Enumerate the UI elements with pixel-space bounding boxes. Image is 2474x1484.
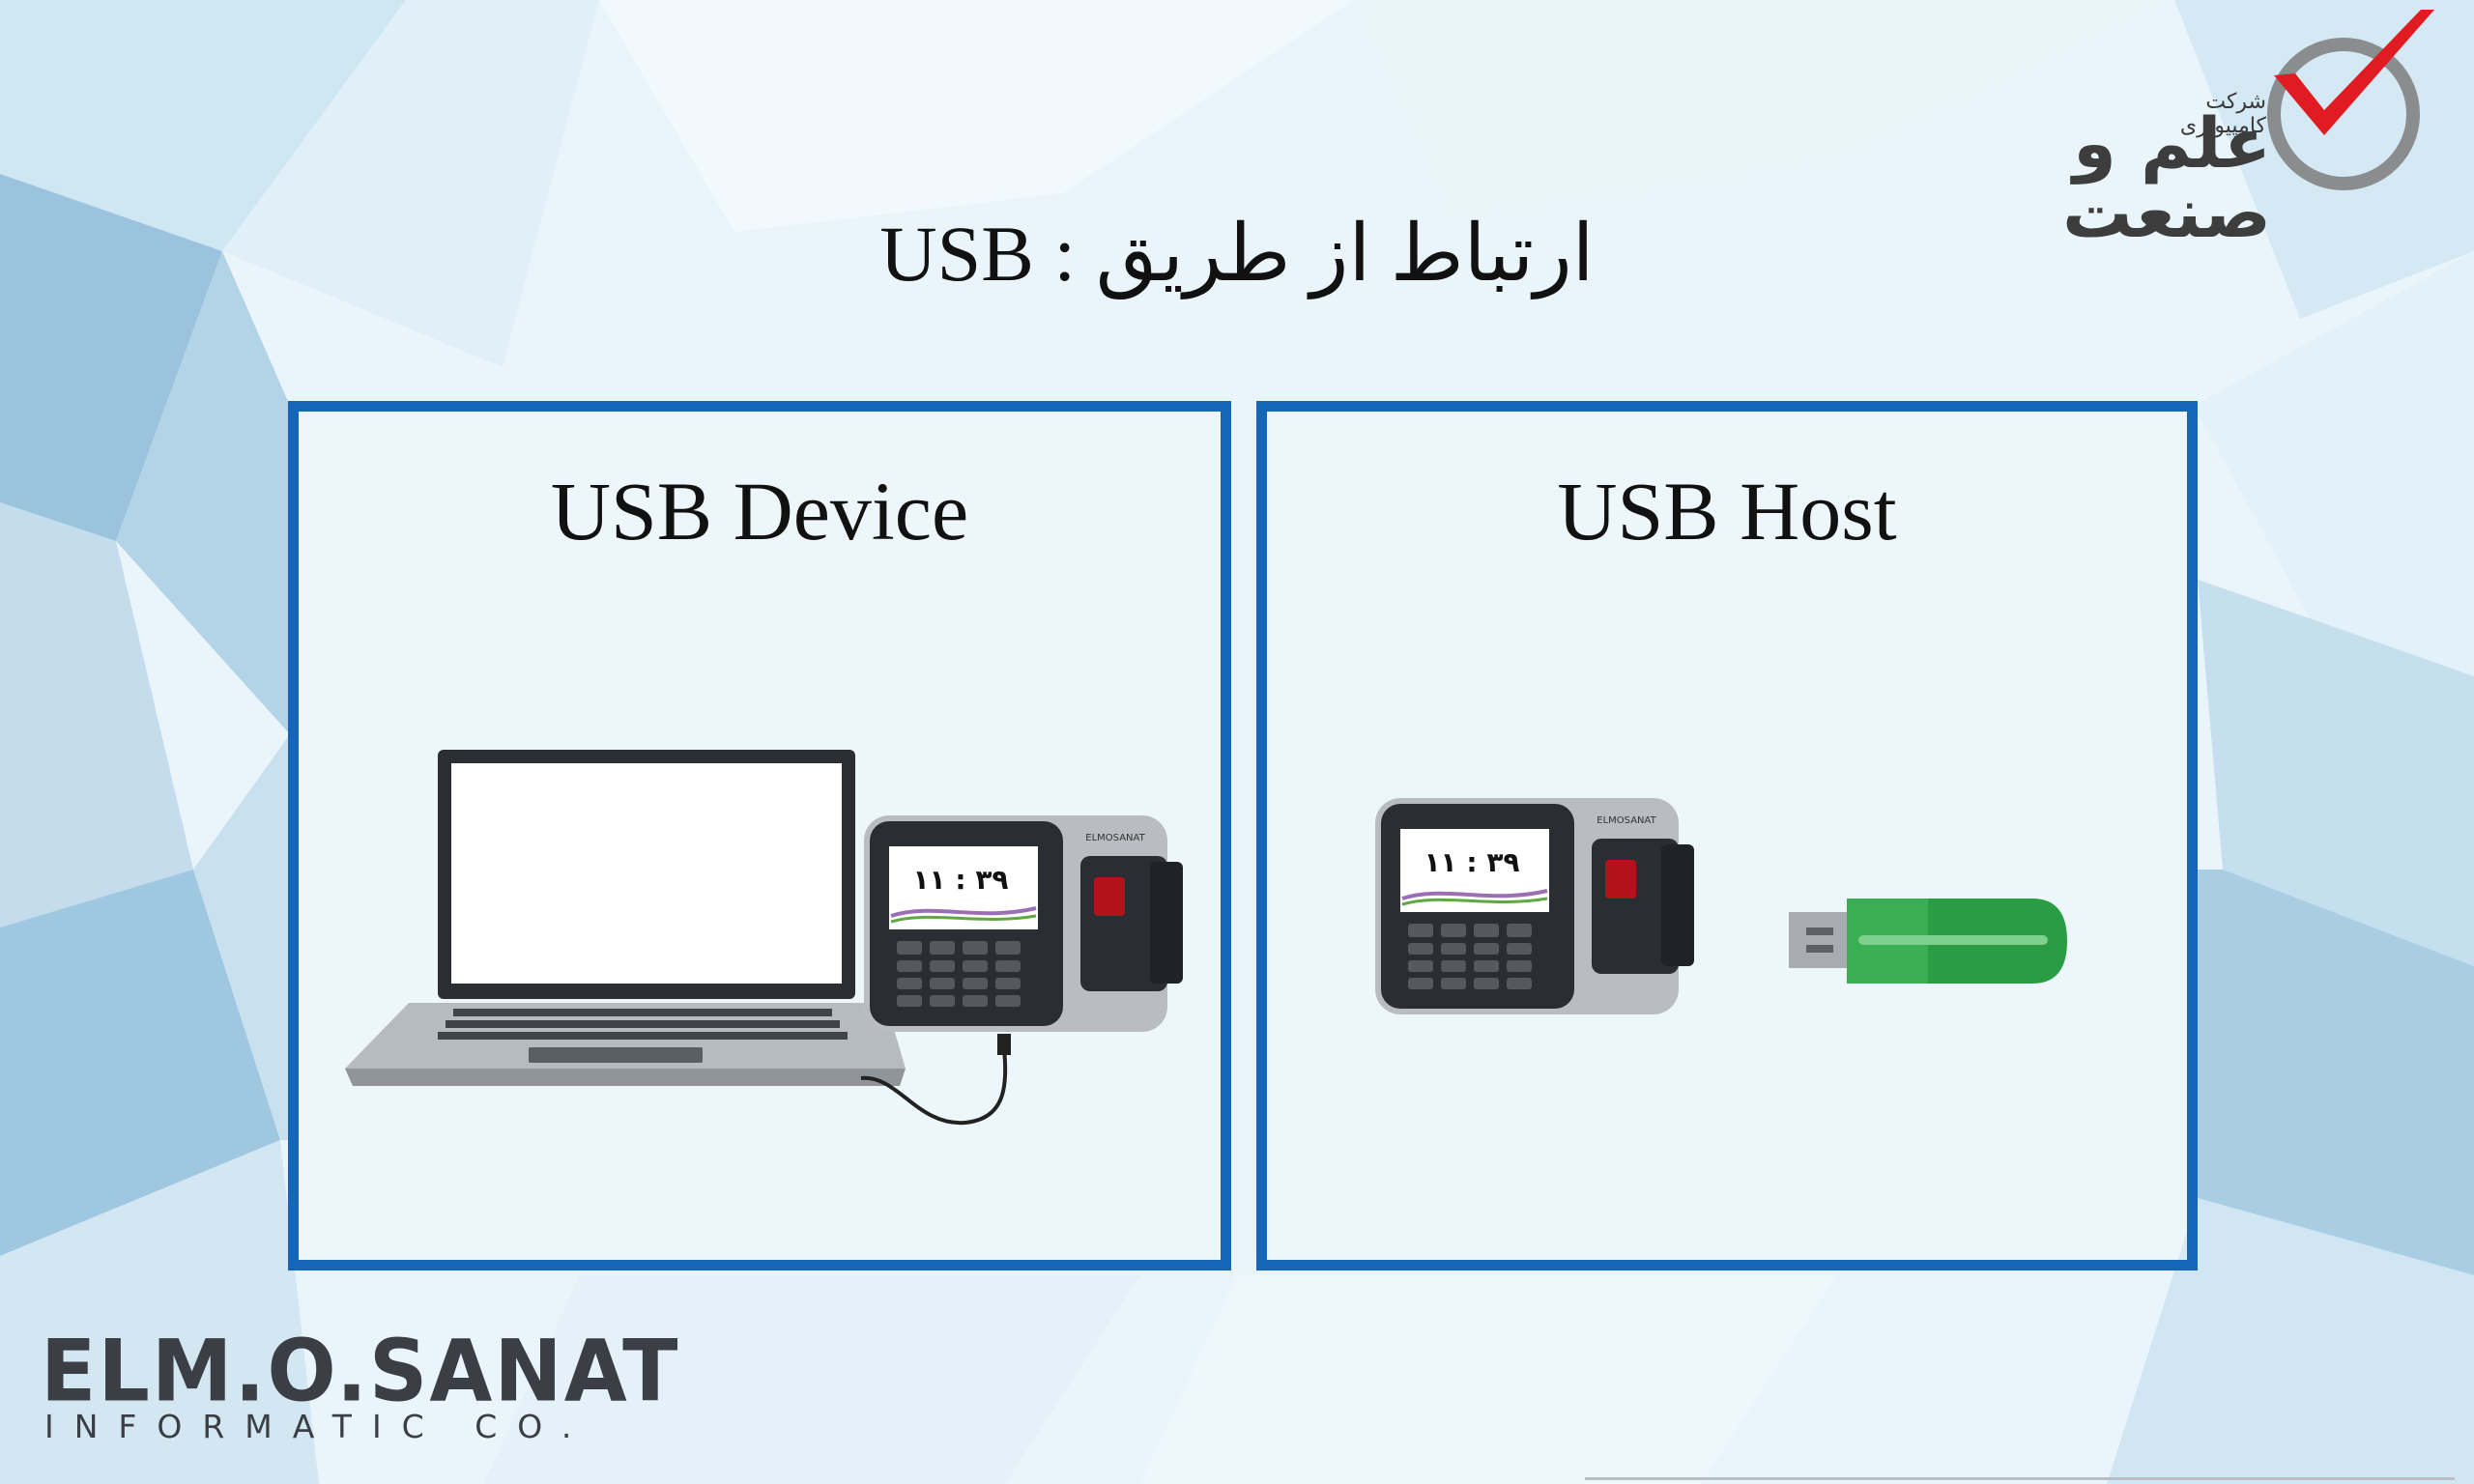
- brand-name: ELM.O.SANAT: [41, 1321, 680, 1421]
- fingerprint-sensor-icon: [1094, 877, 1125, 916]
- laptop-screen: [451, 763, 842, 984]
- usb-flash-drive: [1789, 899, 2067, 984]
- device-brand: ELMOSANAT: [1085, 833, 1145, 843]
- device-brand: ELMOSANAT: [1597, 815, 1656, 826]
- device-keypad: [897, 941, 1021, 1007]
- bottom-divider: [1585, 1477, 2455, 1480]
- device-keypad: [1408, 924, 1532, 989]
- panel-usb-device: USB Device ۱۱ : ۳۹ ELMOSANAT: [288, 401, 1231, 1270]
- checkmark-icon: [2274, 10, 2434, 135]
- device-clock: ۱۱ : ۳۹: [1424, 846, 1519, 878]
- brand-tagline: INFORMATIC CO.: [44, 1408, 592, 1445]
- panel-title-usb-host: USB Host: [1557, 465, 1897, 557]
- company-logo: [2267, 10, 2434, 190]
- laptop-touchpad: [529, 1047, 703, 1063]
- logo-subtitle: شرکت کامپیوتری: [2179, 90, 2266, 138]
- usb-cable: [860, 1034, 1011, 1126]
- time-attendance-device: ۱۱ : ۳۹ ELMOSANAT: [864, 815, 1183, 1032]
- laptop-illustration: [345, 750, 906, 1086]
- logo-ring: [2267, 38, 2420, 190]
- time-attendance-device: ۱۱ : ۳۹ ELMOSANAT: [1375, 798, 1694, 1014]
- laptop-keyboard: [438, 1009, 848, 1040]
- device-screen: [1400, 829, 1549, 912]
- slide-title: ارتباط از طریق : USB: [879, 210, 1595, 298]
- panel-usb-host: USB Host ۱۱ : ۳۹ ELMOSANAT: [1256, 401, 2198, 1270]
- logo-name: علم و صنعت: [2062, 102, 2271, 253]
- fingerprint-sensor-icon: [1605, 860, 1636, 899]
- device-clock: ۱۱ : ۳۹: [912, 864, 1008, 896]
- panel-title-usb-device: USB Device: [550, 465, 969, 557]
- device-screen: [889, 846, 1038, 929]
